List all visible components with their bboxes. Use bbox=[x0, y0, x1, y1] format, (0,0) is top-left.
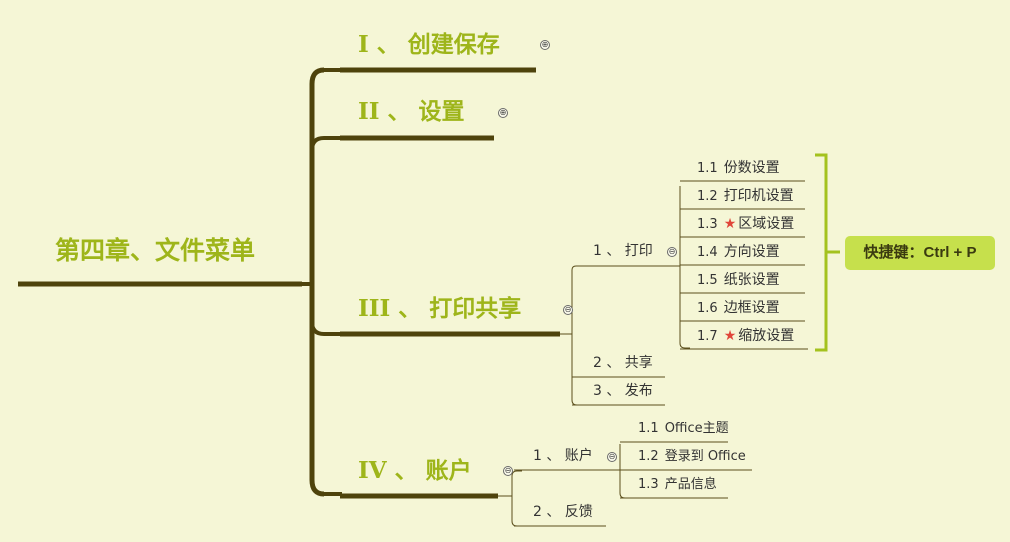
leaf-number: 1.6 bbox=[697, 301, 718, 316]
section-print-share[interactable]: III 、 打印共享 bbox=[358, 295, 522, 322]
leaf-label: 区域设置 bbox=[738, 216, 795, 232]
subtopic-print[interactable]: 1 、 打印 bbox=[593, 243, 653, 259]
print-leaf-item[interactable]: 1.4 方向设置 bbox=[697, 245, 780, 259]
leaf-label: 打印机设置 bbox=[723, 188, 794, 204]
leaf-number: 1.5 bbox=[697, 273, 718, 288]
leaf-number: 1.1 bbox=[638, 421, 659, 436]
leaf-number: 1.3 bbox=[697, 217, 718, 232]
branch-ii bbox=[310, 136, 342, 151]
account-leaf-item[interactable]: 1.2 登录到 Office bbox=[638, 450, 746, 463]
summary-bracket bbox=[815, 153, 840, 352]
collapse-minus-icon[interactable]: ⊖ bbox=[503, 466, 513, 476]
subtopic-share[interactable]: 2 、 共享 bbox=[593, 355, 653, 371]
root-topic[interactable]: 第四章、文件菜单 bbox=[55, 236, 256, 265]
shortcut-callout[interactable]: 快捷键：Ctrl + P bbox=[845, 236, 995, 270]
leaf-label: 边框设置 bbox=[723, 300, 780, 316]
print-leaf-item[interactable]: 1.3 ★区域设置 bbox=[697, 217, 794, 231]
print-leaf-item[interactable]: 1.6 边框设置 bbox=[697, 301, 780, 315]
leaf-number: 1.1 bbox=[697, 161, 718, 176]
account-leaf-item[interactable]: 1.3 产品信息 bbox=[638, 478, 717, 491]
leaf-label: Office主题 bbox=[664, 421, 729, 436]
account-leaf-item[interactable]: 1.1 Office主题 bbox=[638, 422, 729, 435]
collapse-minus-icon[interactable]: ⊖ bbox=[607, 452, 617, 462]
subtopic-account[interactable]: 1 、 账户 bbox=[533, 448, 593, 464]
collapse-minus-icon[interactable]: ⊖ bbox=[667, 247, 677, 257]
expand-plus-icon[interactable]: ⊕ bbox=[498, 108, 508, 118]
print-leaf-item[interactable]: 1.5 纸张设置 bbox=[697, 273, 780, 287]
branch-iii bbox=[310, 321, 342, 336]
star-icon: ★ bbox=[723, 216, 737, 232]
main-spine bbox=[309, 67, 325, 497]
leaf-number: 1.2 bbox=[638, 449, 659, 464]
section-create-save[interactable]: I 、 创建保存 bbox=[358, 31, 500, 58]
leaf-label: 份数设置 bbox=[723, 160, 780, 176]
leaf-label: 方向设置 bbox=[723, 244, 780, 260]
collapse-minus-icon[interactable]: ⊖ bbox=[563, 305, 573, 315]
leaf-label: 缩放设置 bbox=[738, 328, 795, 344]
subtopic-feedback[interactable]: 2 、 反馈 bbox=[533, 504, 593, 520]
print-leaf-item[interactable]: 1.2 打印机设置 bbox=[697, 189, 794, 203]
print-leaf-connector bbox=[678, 186, 690, 349]
leaf-number: 1.2 bbox=[697, 189, 718, 204]
leaf-label: 产品信息 bbox=[664, 477, 717, 492]
leaf-number: 1.3 bbox=[638, 477, 659, 492]
section-settings[interactable]: II 、 设置 bbox=[358, 98, 465, 125]
print-leaf-item[interactable]: 1.7 ★缩放设置 bbox=[697, 329, 794, 343]
subtopic-publish[interactable]: 3 、 发布 bbox=[593, 383, 653, 399]
leaf-number: 1.4 bbox=[697, 245, 718, 260]
print-leaf-item[interactable]: 1.1 份数设置 bbox=[697, 161, 780, 175]
leaf-label: 登录到 Office bbox=[664, 449, 746, 464]
leaf-number: 1.7 bbox=[697, 329, 718, 344]
star-icon: ★ bbox=[723, 328, 737, 344]
leaf-label: 纸张设置 bbox=[723, 272, 780, 288]
expand-plus-icon[interactable]: ⊕ bbox=[540, 40, 550, 50]
section-account[interactable]: IV 、 账户 bbox=[358, 457, 472, 484]
